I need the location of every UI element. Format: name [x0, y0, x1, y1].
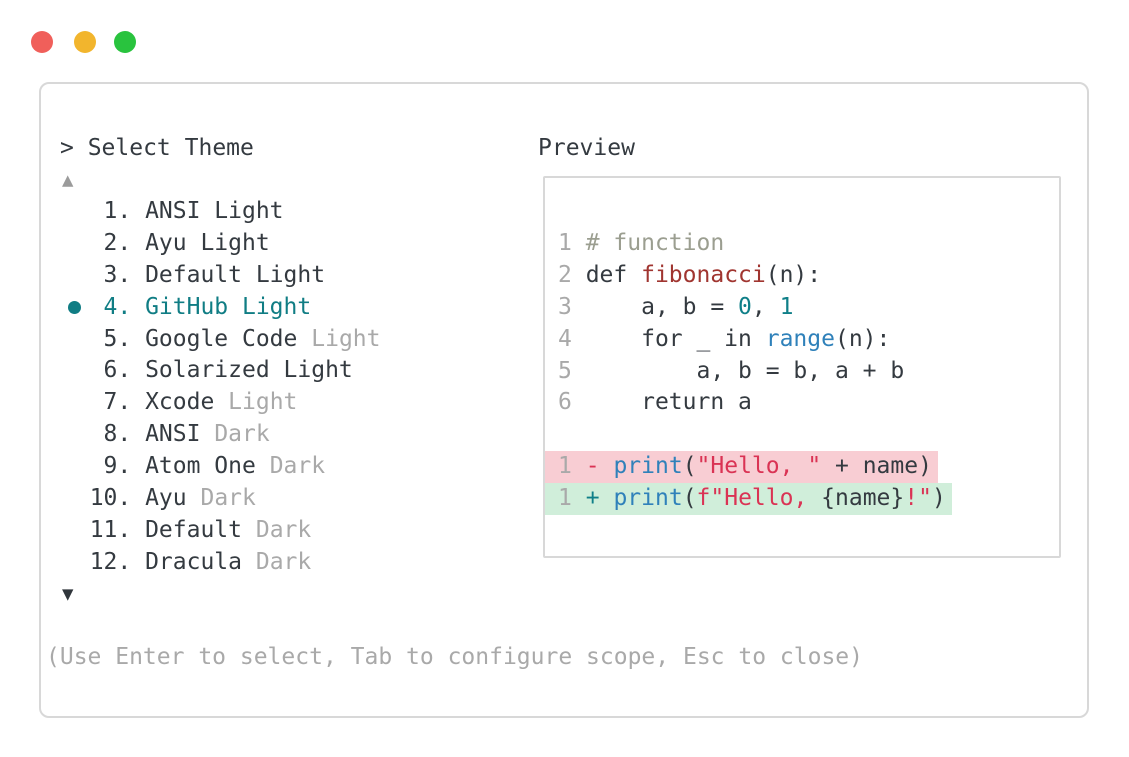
selected-dot	[62, 515, 90, 547]
theme-list-item[interactable]: 10. Ayu Dark	[62, 483, 381, 515]
theme-list: 1. ANSI Light 2. Ayu Light 3. Default Light 4.…	[62, 196, 381, 579]
code-line: 6 return a	[558, 389, 752, 416]
theme-name-variant: Dark	[269, 453, 326, 480]
diff-line-add: 1 + print(f"Hello, {name}!")	[545, 483, 952, 516]
theme-list-item[interactable]: 12. Dracula Dark	[62, 547, 381, 579]
theme-number: 10.	[89, 485, 132, 512]
theme-name-variant: Dark	[200, 485, 256, 512]
theme-name: Atom One Dark	[145, 453, 326, 480]
preview-code: 1 # function 2 def fibonacci(n): 3 a, b = …	[545, 178, 1059, 516]
theme-number: 2.	[103, 229, 132, 256]
traffic-light-maximize[interactable]	[114, 31, 136, 53]
theme-number: 5.	[103, 325, 132, 352]
theme-name: ANSI Dark	[145, 421, 270, 448]
selected-dot	[62, 292, 90, 324]
theme-list-item[interactable]: 6. Solarized Light	[62, 355, 381, 387]
theme-name-variant: Dark	[255, 516, 312, 543]
theme-number: 3.	[103, 261, 132, 288]
theme-number: 1.	[103, 198, 132, 224]
theme-name-variant: Dark	[214, 421, 270, 448]
selected-dot	[62, 419, 90, 451]
theme-list-item[interactable]: 11. Default Dark	[62, 515, 381, 547]
line-number: 6	[558, 389, 572, 416]
theme-name: Dracula Dark	[145, 548, 312, 575]
theme-name-variant: Light	[311, 325, 381, 352]
scroll-down-icon[interactable]: ▼	[62, 583, 74, 605]
theme-number: 4.	[103, 293, 132, 320]
line-number: 1	[558, 453, 572, 480]
selected-dot	[62, 260, 90, 292]
code-line: 4 for _ in range(n):	[558, 325, 891, 352]
theme-name: Ayu Light	[145, 229, 270, 256]
theme-number: 7.	[103, 389, 132, 416]
theme-list-item[interactable]: 8. ANSI Dark	[62, 419, 381, 451]
code-line	[545, 419, 1059, 451]
theme-list-item[interactable]: 1. ANSI Light	[62, 196, 381, 228]
theme-name: ANSI Light	[145, 198, 284, 224]
selected-dot	[62, 387, 90, 419]
select-theme-header: > Select Theme	[60, 135, 254, 161]
traffic-light-close[interactable]	[31, 31, 53, 53]
code-line: 3 a, b = 0, 1	[558, 293, 794, 320]
theme-name: Default Dark	[145, 516, 312, 543]
theme-name: Xcode Light	[145, 389, 298, 416]
theme-name: Solarized Light	[145, 357, 353, 384]
scroll-up-icon[interactable]: ▲	[62, 169, 74, 191]
diff-line-del: 1 - print("Hello, " + name)	[545, 451, 938, 484]
code-line: 1 # function	[558, 230, 725, 256]
selected-dot	[62, 547, 90, 579]
selected-dot	[62, 451, 90, 483]
theme-number: 6.	[103, 357, 132, 384]
selected-dot	[62, 196, 90, 228]
help-text: (Use Enter to select, Tab to configure s…	[46, 644, 863, 670]
theme-name: GitHub Light	[145, 293, 312, 320]
line-number: 3	[558, 293, 572, 320]
preview-label: Preview	[538, 135, 635, 161]
theme-number: 12.	[89, 548, 132, 575]
theme-name: Ayu Dark	[145, 485, 256, 512]
theme-list-item[interactable]: 2. Ayu Light	[62, 228, 381, 260]
selected-dot	[62, 355, 90, 387]
line-number: 1	[558, 485, 572, 512]
theme-list-item[interactable]: 4. GitHub Light	[62, 292, 381, 324]
code-line: 2 def fibonacci(n):	[558, 261, 822, 288]
line-number: 1	[558, 230, 572, 256]
theme-number: 11.	[89, 516, 132, 543]
theme-name-variant: Dark	[255, 548, 312, 575]
line-number: 5	[558, 357, 572, 384]
theme-name: Google Code Light	[145, 325, 381, 352]
theme-list-item[interactable]: 3. Default Light	[62, 260, 381, 292]
theme-number: 8.	[103, 421, 132, 448]
line-number: 4	[558, 325, 572, 352]
selected-dot	[62, 483, 90, 515]
traffic-light-minimize[interactable]	[74, 31, 96, 53]
theme-name-variant: Light	[228, 389, 298, 416]
selected-dot	[62, 228, 90, 260]
theme-list-item[interactable]: 7. Xcode Light	[62, 387, 381, 419]
theme-list-item[interactable]: 5. Google Code Light	[62, 324, 381, 356]
selected-dot	[62, 324, 90, 356]
code-line: 5 a, b = b, a + b	[558, 357, 905, 384]
theme-list-item[interactable]: 9. Atom One Dark	[62, 451, 381, 483]
line-number: 2	[558, 261, 572, 288]
theme-name: Default Light	[145, 261, 326, 288]
preview-box: 1 # function 2 def fibonacci(n): 3 a, b = …	[543, 176, 1061, 558]
theme-number: 9.	[103, 453, 132, 480]
